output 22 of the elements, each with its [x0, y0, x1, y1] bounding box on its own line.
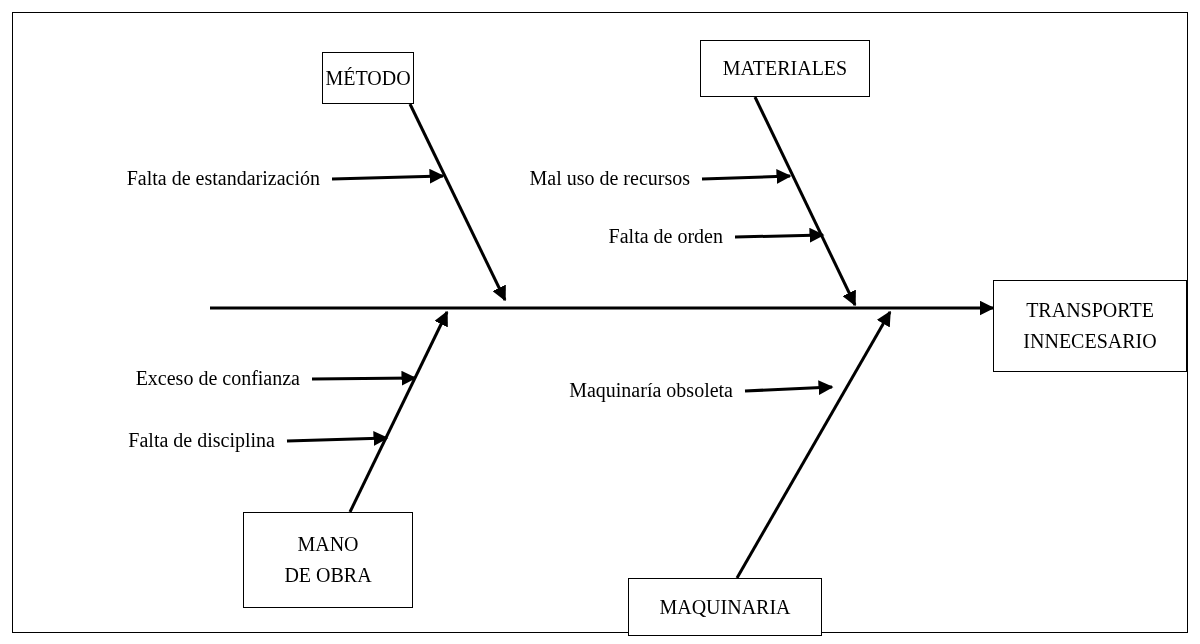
bone-arrow	[753, 96, 857, 307]
category-box: MANO DE OBRA	[243, 512, 413, 608]
cause-label: Falta de orden	[520, 224, 723, 250]
cause-arrow	[312, 370, 417, 386]
cause-label: Exceso de confianza	[20, 366, 300, 392]
effect-box: TRANSPORTE INNECESARIO	[993, 280, 1187, 372]
bone-arrow	[735, 310, 892, 579]
cause-arrow	[286, 430, 389, 446]
cause-label: Falta de disciplina	[20, 428, 275, 454]
cause-arrow	[734, 227, 825, 243]
bone-arrow	[348, 310, 449, 513]
main-arrow	[210, 300, 995, 316]
category-box: MATERIALES	[700, 40, 870, 97]
cause-label: Mal uso de recursos	[440, 166, 690, 192]
cause-label: Falta de estandarización	[40, 166, 320, 192]
cause-label: Maquinaría obsoleta	[470, 378, 733, 404]
category-box: MAQUINARIA	[628, 578, 822, 636]
bone-arrow	[408, 103, 507, 302]
cause-arrow	[701, 168, 792, 184]
category-box: MÉTODO	[322, 52, 414, 104]
cause-arrow	[744, 380, 834, 396]
cause-arrow	[331, 168, 445, 184]
